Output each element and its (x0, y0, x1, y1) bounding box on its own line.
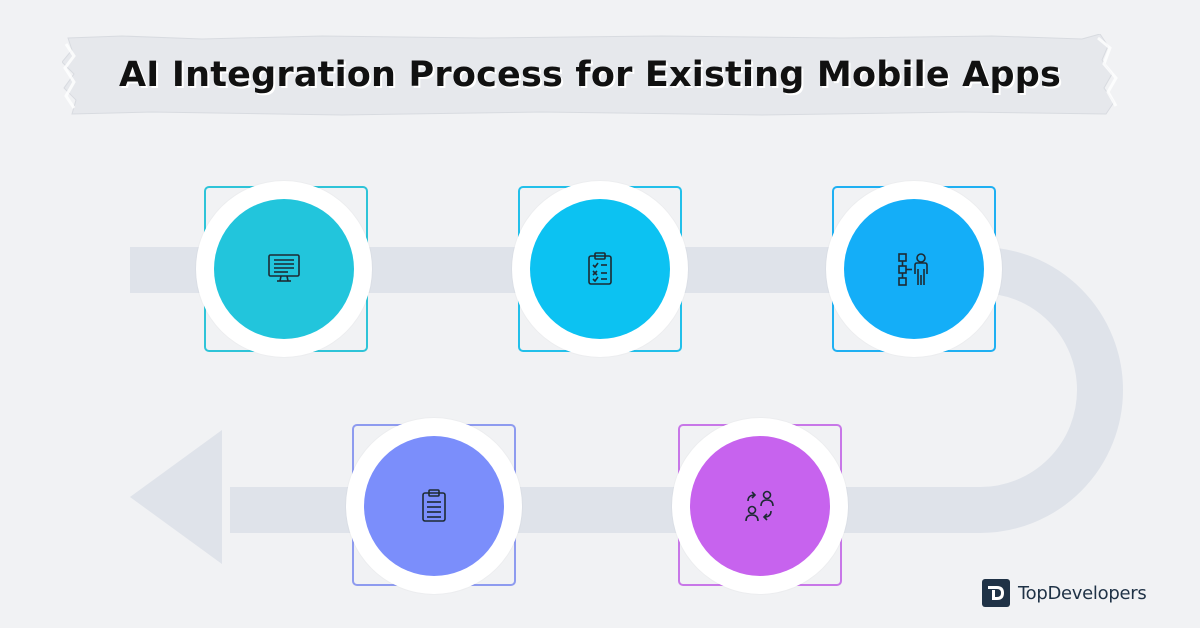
step-2-disc (530, 199, 670, 339)
title-banner: AI Integration Process for Existing Mobi… (62, 34, 1118, 116)
computer-monitor-icon (268, 254, 300, 282)
page-title: AI Integration Process for Existing Mobi… (119, 55, 1061, 95)
user-exchange-icon (745, 490, 774, 522)
step-1-node (196, 181, 374, 357)
step-1-disc (214, 199, 354, 339)
track-arrowhead (130, 430, 222, 564)
step-5-disc (364, 436, 504, 576)
flowchart-person-icon (898, 253, 928, 286)
brand: TopDevelopers (982, 578, 1147, 608)
brand-name: TopDevelopers (1018, 582, 1147, 604)
step-4-disc (690, 436, 830, 576)
track-path (130, 247, 1123, 533)
clipboard-checklist-icon (588, 252, 612, 285)
clipboard-list-icon (422, 489, 446, 522)
step-3-node (826, 181, 1002, 357)
step-5-node (346, 418, 522, 594)
step-3-disc (844, 199, 984, 339)
brand-mark (988, 586, 1004, 600)
step-2-node (512, 181, 688, 357)
step-4-node (672, 418, 848, 594)
brand-logo-icon (982, 579, 1010, 607)
torn-paper-banner (62, 34, 1118, 116)
